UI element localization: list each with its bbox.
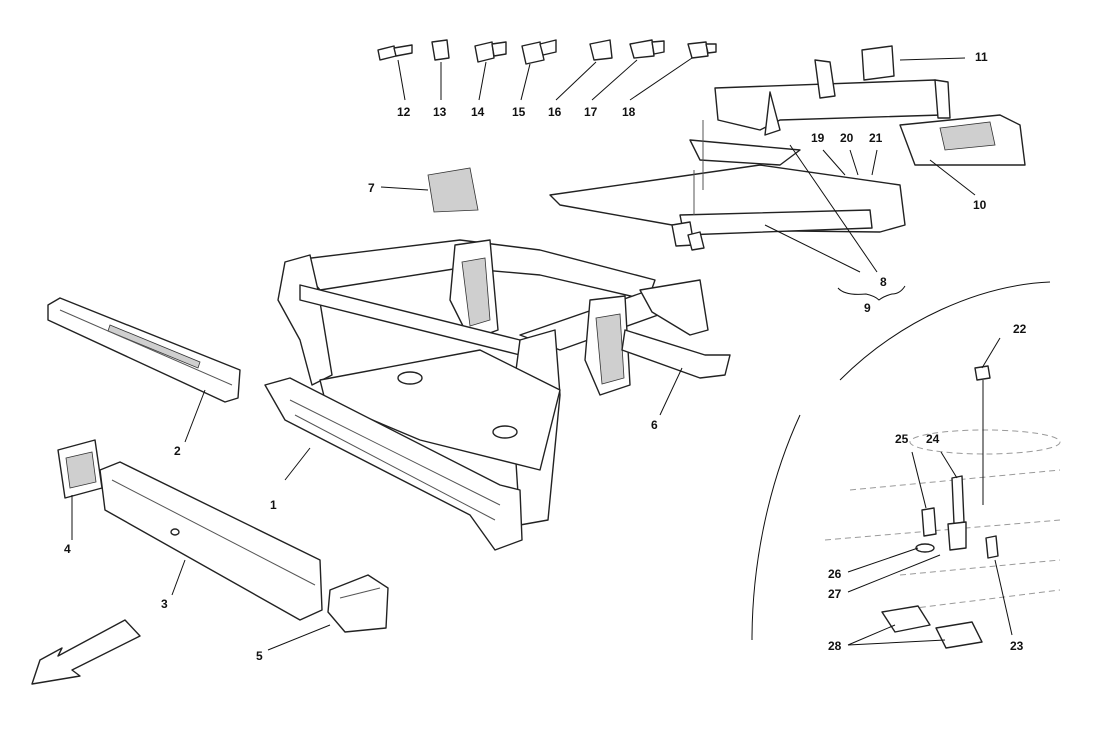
- callout-25: 25: [895, 432, 909, 446]
- callout-16: 16: [548, 105, 562, 119]
- callout-27: 27: [828, 587, 842, 601]
- callout-18: 18: [622, 105, 636, 119]
- callout-4: 4: [64, 542, 71, 556]
- callout-21: 21: [869, 131, 883, 145]
- callout-9: 9: [864, 301, 871, 315]
- callout-20: 20: [840, 131, 854, 145]
- callout-labels: 1 2 3 4 5 6 7 8 9 10 11 12 13 14 15 16 1…: [64, 50, 1027, 663]
- callout-15: 15: [512, 105, 526, 119]
- callout-8: 8: [880, 275, 887, 289]
- callout-1: 1: [270, 498, 277, 512]
- detail-inset: [751, 281, 1061, 649]
- main-front-frame: [264, 239, 731, 551]
- right-end-cap: [327, 574, 389, 633]
- callout-14: 14: [471, 105, 485, 119]
- callout-28: 28: [828, 639, 842, 653]
- rear-upper-frame: [714, 45, 1026, 166]
- callout-23: 23: [1010, 639, 1024, 653]
- callout-3: 3: [161, 597, 168, 611]
- lower-front-beam: [99, 461, 323, 621]
- left-bracket: [57, 439, 103, 499]
- callout-11: 11: [975, 50, 988, 64]
- callout-2: 2: [174, 444, 181, 458]
- upper-cross-member: [47, 297, 241, 403]
- front-direction-arrow-icon: [31, 619, 141, 685]
- callout-17: 17: [584, 105, 598, 119]
- callout-7: 7: [368, 181, 375, 195]
- callout-12: 12: [397, 105, 411, 119]
- callout-13: 13: [433, 105, 447, 119]
- callout-19: 19: [811, 131, 825, 145]
- callout-24: 24: [926, 432, 940, 446]
- callout-26: 26: [828, 567, 842, 581]
- callout-10: 10: [973, 198, 987, 212]
- insulation-pad: [427, 167, 479, 213]
- callout-5: 5: [256, 649, 263, 663]
- callout-6: 6: [651, 418, 658, 432]
- mid-subframe: [549, 120, 906, 251]
- callout-22: 22: [1013, 322, 1027, 336]
- leader-lines: [71, 57, 1013, 651]
- fastener-row: [377, 39, 717, 65]
